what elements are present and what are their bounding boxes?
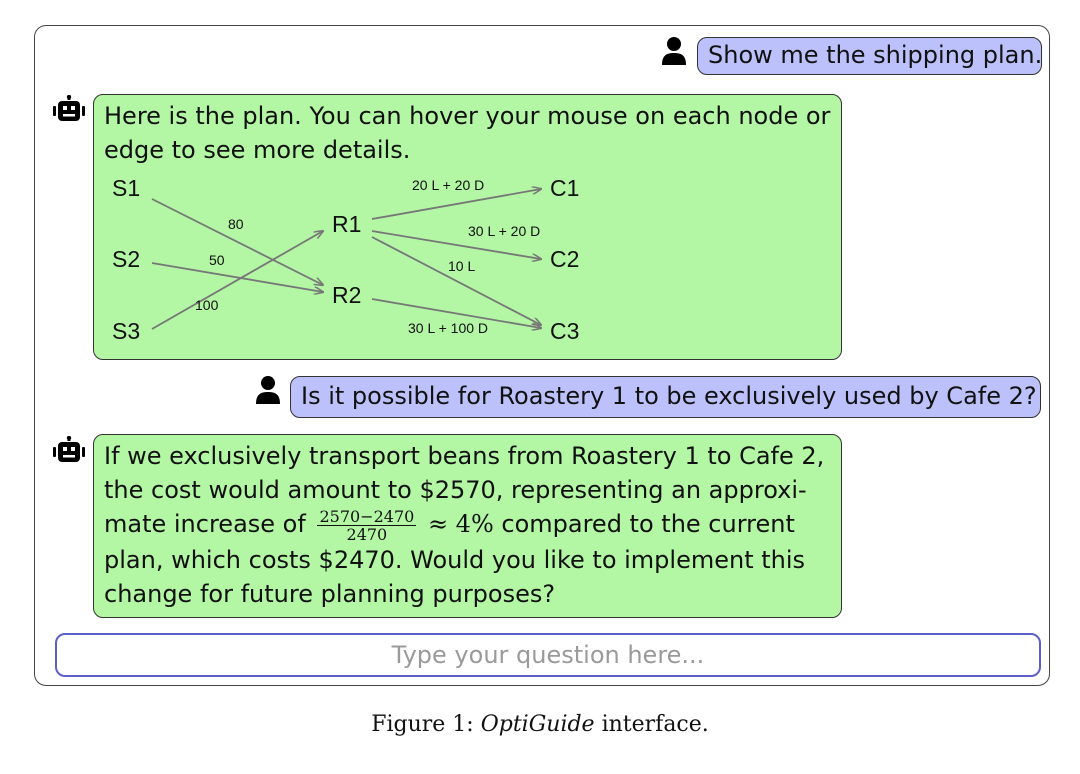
user-message-text: Show me the shipping plan. xyxy=(708,41,1043,69)
caption-prefix: Figure 1: xyxy=(371,712,474,737)
person-icon xyxy=(256,376,280,404)
node-s1[interactable]: S1 xyxy=(112,175,140,201)
bot-message-line: change for future planning purposes? xyxy=(104,579,556,608)
edge-label-s2-r2: 50 xyxy=(209,252,225,268)
edge-label-r1-c3: 10 L xyxy=(448,258,475,274)
approx-percentage: ≈ 4% xyxy=(427,510,494,538)
bot-message-line: plan, which costs $2470. Would you like … xyxy=(104,545,806,574)
node-r1[interactable]: R1 xyxy=(332,211,361,237)
caption-suffix: interface. xyxy=(601,712,709,737)
node-s2[interactable]: S2 xyxy=(112,246,140,272)
edge-s1-r2[interactable] xyxy=(151,198,323,285)
bot-message-2: If we exclusively transport beans from R… xyxy=(93,434,842,618)
bot-message-line-with-fraction: mate increase of 2570−2470 2470 ≈ 4% com… xyxy=(104,507,831,543)
robot-icon xyxy=(53,95,85,121)
question-input[interactable]: Type your question here... xyxy=(55,633,1041,677)
fraction-numerator: 2570−2470 xyxy=(317,506,417,526)
node-c3[interactable]: C3 xyxy=(550,318,579,344)
caption-name: OptiGuide xyxy=(480,712,595,737)
shipping-plan-graph[interactable]: 80 50 100 20 L + 20 D 30 L + 20 D 10 L 3… xyxy=(94,171,839,357)
cost-fraction: 2570−2470 2470 xyxy=(317,506,417,544)
edge-label-r1-c2: 30 L + 20 D xyxy=(468,223,540,239)
text-segment: compared to the current xyxy=(501,510,795,538)
user-message-2: Is it possible for Roastery 1 to be excl… xyxy=(290,376,1041,418)
node-s3[interactable]: S3 xyxy=(112,318,140,344)
bot-message-line: the cost would amount to $2570, represen… xyxy=(104,476,807,504)
text-segment: mate increase of xyxy=(104,510,306,538)
edge-r1-c2[interactable] xyxy=(371,230,541,259)
node-r2[interactable]: R2 xyxy=(332,282,361,308)
person-icon xyxy=(662,37,686,65)
figure-caption: Figure 1: OptiGuide interface. xyxy=(0,712,1080,737)
bot-message-line: Here is the plan. You can hover your mou… xyxy=(104,102,831,130)
bot-message-line: If we exclusively transport beans from R… xyxy=(104,442,825,470)
robot-icon xyxy=(53,436,85,462)
node-c1[interactable]: C1 xyxy=(550,175,579,201)
fraction-denominator: 2470 xyxy=(346,524,388,544)
edge-label-s1-r2: 80 xyxy=(228,216,244,232)
bot-message-1: Here is the plan. You can hover your mou… xyxy=(93,94,842,360)
edge-label-r2-c3: 30 L + 100 D xyxy=(408,320,488,336)
input-placeholder: Type your question here... xyxy=(391,641,705,669)
edge-r1-c3[interactable] xyxy=(371,236,541,325)
edge-label-r1-c1: 20 L + 20 D xyxy=(412,177,484,193)
edge-s2-r2[interactable] xyxy=(151,262,323,292)
edge-r2-c3[interactable] xyxy=(371,298,541,328)
bot-message-line: edge to see more details. xyxy=(104,136,411,164)
edge-r1-c1[interactable] xyxy=(371,189,541,220)
user-message-1: Show me the shipping plan. xyxy=(697,37,1042,75)
edge-s3-r1[interactable] xyxy=(151,231,323,330)
edge-label-s3-r1: 100 xyxy=(195,297,219,313)
user-message-text: Is it possible for Roastery 1 to be excl… xyxy=(301,382,1037,410)
node-c2[interactable]: C2 xyxy=(550,246,579,272)
